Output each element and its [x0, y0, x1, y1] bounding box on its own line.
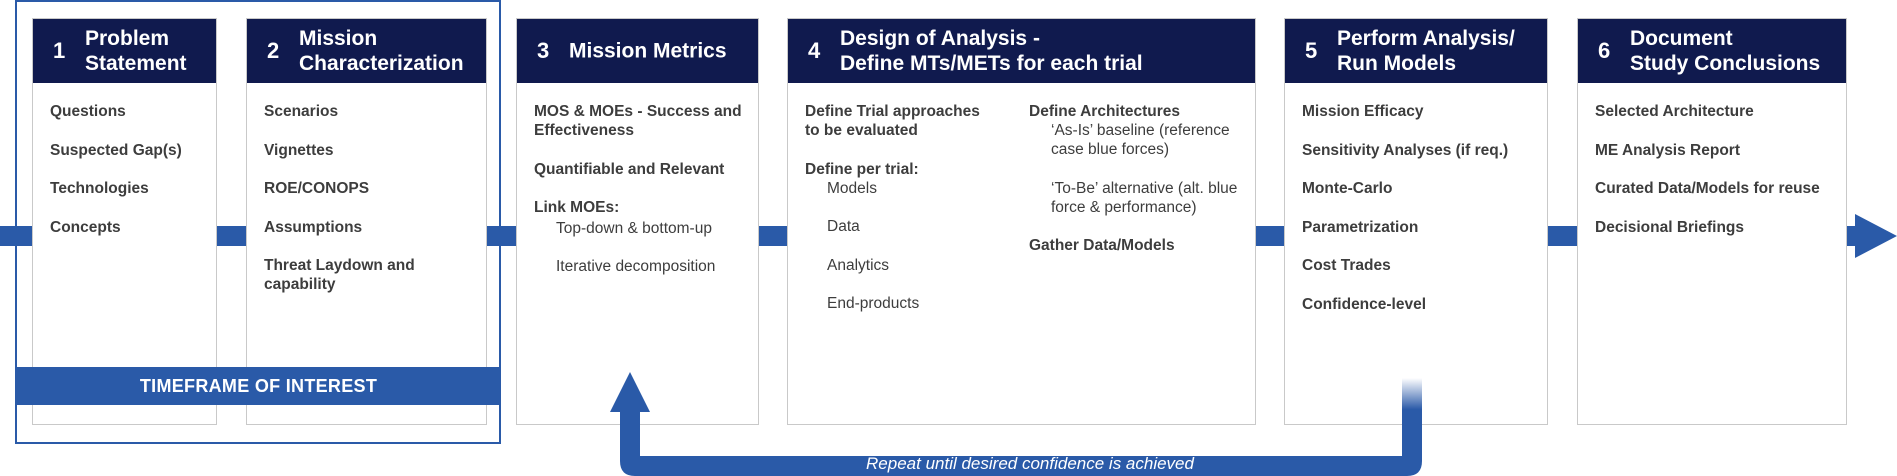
list-item: Monte-Carlo	[1302, 180, 1393, 197]
list-item: Concepts	[50, 218, 121, 236]
list-item: Technologies	[50, 180, 149, 197]
step-5-title: Perform Analysis/ Run Models	[1337, 27, 1515, 75]
step-1-header: 1 Problem Statement	[33, 19, 216, 83]
step-1-items: Questions Suspected Gap(s) Technologies …	[50, 102, 210, 256]
list-subitem: Top-down & bottom-up	[556, 219, 712, 237]
step-4-title: Design of Analysis - Define MTs/METs for…	[840, 27, 1143, 75]
step-2-items: Scenarios Vignettes ROE/CONOPS Assumptio…	[264, 102, 480, 314]
list-item: Vignettes	[264, 141, 334, 159]
list-subitem: Analytics	[827, 256, 890, 274]
list-subitem: Models	[827, 179, 877, 197]
list-subitem: ‘To-Be’ alternative (alt. blue force & p…	[1051, 179, 1238, 216]
list-item: Define per trial:	[805, 160, 919, 178]
flow-connector-2-3	[486, 226, 518, 246]
step-2-title: Mission Characterization	[299, 27, 464, 75]
flow-connector-1-2	[216, 226, 248, 246]
step-1-number: 1	[53, 38, 66, 63]
list-item: Sensitivity Analyses (if req.)	[1302, 141, 1509, 159]
flow-connector-5-6	[1546, 226, 1578, 246]
step-3-card: 3 Mission Metrics MOS & MOEs - Success a…	[516, 18, 759, 425]
step-5-card: 5 Perform Analysis/ Run Models Mission E…	[1284, 18, 1548, 425]
list-item: ROE/CONOPS	[264, 180, 370, 197]
step-1-title: Problem Statement	[85, 27, 187, 75]
list-item: Define Architectures	[1029, 103, 1181, 120]
flow-connector-3-4	[758, 226, 790, 246]
list-subitem: Data	[827, 218, 860, 235]
list-item: Selected Architecture	[1595, 103, 1754, 120]
list-item: Confidence-level	[1302, 295, 1427, 313]
step-2-card: 2 Mission Characterization Scenarios Vig…	[246, 18, 487, 425]
step-3-title: Mission Metrics	[569, 39, 727, 63]
list-item: Link MOEs:	[534, 199, 620, 216]
list-item: Assumptions	[264, 218, 363, 236]
list-item: Gather Data/Models	[1029, 237, 1175, 254]
step-2-header: 2 Mission Characterization	[247, 19, 486, 83]
step-4-header: 4 Design of Analysis - Define MTs/METs f…	[788, 19, 1255, 83]
step-1-card: 1 Problem Statement Questions Suspected …	[32, 18, 217, 425]
timeframe-highlight-frame	[15, 0, 501, 444]
feedback-loop-label: Repeat until desired confidence is achie…	[866, 454, 1194, 473]
step-3-number: 3	[537, 38, 550, 63]
step-5-header: 5 Perform Analysis/ Run Models	[1285, 19, 1547, 83]
list-item: Suspected Gap(s)	[50, 141, 182, 159]
list-item: Questions	[50, 103, 126, 120]
step-3-items: MOS & MOEs - Success and Effectiveness Q…	[534, 102, 752, 296]
list-item: Scenarios	[264, 103, 339, 120]
list-item: Define Trial approaches to be evaluated	[805, 103, 980, 139]
step-4-left-column: Define Trial approaches to be evaluated …	[805, 102, 1020, 333]
flow-connector-4-5	[1254, 226, 1286, 246]
list-item: Parametrization	[1302, 218, 1419, 236]
list-item: Threat Laydown and capability	[264, 257, 415, 293]
step-5-items: Mission Efficacy Sensitivity Analyses (i…	[1302, 102, 1541, 333]
list-item: Mission Efficacy	[1302, 103, 1424, 120]
step-6-items: Selected Architecture ME Analysis Report…	[1595, 102, 1840, 256]
step-6-number: 6	[1598, 38, 1611, 63]
list-item: ME Analysis Report	[1595, 141, 1740, 159]
timeframe-banner: TIMEFRAME OF INTEREST	[17, 367, 500, 405]
step-4-card: 4 Design of Analysis - Define MTs/METs f…	[787, 18, 1256, 425]
list-item: Quantifiable and Relevant	[534, 160, 725, 178]
step-5-number: 5	[1305, 38, 1318, 63]
list-item: Decisional Briefings	[1595, 218, 1745, 236]
step-6-title: Document Study Conclusions	[1630, 27, 1821, 75]
list-item: Cost Trades	[1302, 257, 1391, 274]
list-item: Curated Data/Models for reuse	[1595, 180, 1820, 197]
step-4-number: 4	[808, 38, 821, 63]
step-6-header: 6 Document Study Conclusions	[1578, 19, 1846, 83]
list-item: MOS & MOEs - Success and Effectiveness	[534, 103, 742, 139]
step-4-right-column: Define Architectures ‘As-Is’ baseline (r…	[1029, 102, 1254, 275]
list-subitem: Iterative decomposition	[556, 258, 716, 275]
flow-arrowhead-icon	[1855, 214, 1897, 258]
step-3-header: 3 Mission Metrics	[517, 19, 758, 83]
list-subitem: End-products	[827, 295, 920, 312]
step-2-number: 2	[267, 38, 280, 63]
step-6-card: 6 Document Study Conclusions Selected Ar…	[1577, 18, 1847, 425]
list-subitem: ‘As-Is’ baseline (reference case blue fo…	[1051, 122, 1230, 158]
